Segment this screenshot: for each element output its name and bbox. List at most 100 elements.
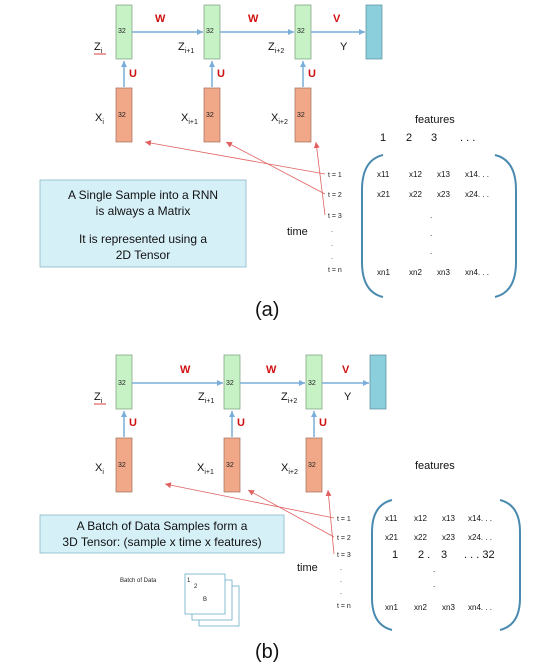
x-cell-size-3: 32	[308, 462, 316, 469]
matrix-b-dot-2: .	[433, 580, 435, 589]
z-label-i: Zi	[94, 41, 103, 55]
z-label-i: Zi	[94, 391, 103, 405]
matrix-a-r1c2: x12	[409, 170, 422, 179]
matrix-a-rnc2: xn2	[409, 268, 422, 277]
matrix-a-dot-2: .	[430, 229, 432, 238]
z-cell-size-2: 32	[206, 28, 214, 35]
time-step-n: t = n	[328, 267, 342, 274]
w-label-2: W	[248, 13, 259, 25]
x-label-i1: Xi+1	[181, 112, 198, 126]
u-label-3: U	[319, 417, 327, 429]
matrix-a-dot-1: .	[430, 211, 432, 220]
u-label-1: U	[129, 417, 137, 429]
matrix-bracket-left	[361, 154, 384, 298]
batch-index-2: 2	[194, 584, 198, 590]
matrix-a-r2c4: x24. . .	[465, 190, 489, 199]
x-label-i2: Xi+2	[271, 112, 288, 126]
note-a-line-1: A Single Sample into a RNN	[68, 188, 218, 202]
matrix-b-r1c2: x12	[414, 514, 427, 523]
x-cell-3	[294, 87, 312, 143]
z-label-i1: Zi+1	[198, 391, 214, 405]
time-step-1: t = 1	[337, 516, 351, 523]
feature-index-2: 2	[406, 132, 412, 144]
matrix-b-rnc4: xn4. . .	[468, 603, 492, 612]
time-dot-3: .	[331, 254, 333, 261]
x-cell-2	[203, 87, 221, 143]
z-label-i2: Zi+2	[281, 391, 297, 405]
x-label-i: Xi	[95, 462, 104, 476]
y-cell	[365, 4, 383, 60]
matrix-b-r2c3: x23	[442, 533, 455, 542]
note-b-line-1: A Batch of Data Samples form a	[77, 519, 248, 533]
note-a-line-4: It is represented using a	[79, 232, 207, 246]
u-label-2: U	[237, 417, 245, 429]
z-cell-size-1: 32	[118, 28, 126, 35]
matrix-b-r1c4: x14. . .	[468, 514, 492, 523]
v-label: V	[342, 364, 350, 376]
time-label: time	[287, 226, 308, 238]
matrix-a-rnc4: xn4. . .	[465, 268, 489, 277]
z-cell-3	[305, 354, 323, 410]
matrix-a-rnc1: xn1	[377, 268, 390, 277]
u-label-2: U	[217, 68, 225, 80]
x-cell-size-3: 32	[297, 112, 305, 119]
x-cell-1	[115, 87, 133, 143]
matrix-b-rnc1: xn1	[385, 603, 398, 612]
w-label-1: W	[180, 364, 191, 376]
matrix-b-idx-1: 1	[392, 549, 398, 561]
batch-index-1: 1	[187, 578, 191, 584]
pointer-b-2	[247, 489, 335, 538]
batch-layer-1	[184, 573, 226, 615]
matrix-a-r2c3: x23	[437, 190, 450, 199]
pointer-b-1	[164, 482, 335, 519]
time-step-3: t = 3	[328, 213, 342, 220]
matrix-b-r2c1: x21	[385, 533, 398, 542]
features-title: features	[415, 114, 455, 126]
time-dot-1: .	[340, 565, 342, 572]
time-dot-2: .	[340, 577, 342, 584]
z-cell-1	[115, 354, 133, 410]
matrix-bracket-right	[494, 154, 517, 298]
x-cell-2	[223, 437, 241, 493]
matrix-a-dot-3: .	[430, 247, 432, 256]
matrix-b-idx-32: . . . 32	[464, 549, 495, 561]
feature-index-1: 1	[380, 132, 386, 144]
x-cell-size-2: 32	[226, 462, 234, 469]
x-cell-size-1: 32	[118, 112, 126, 119]
caption-b: (b)	[255, 641, 279, 663]
z-cell-size-3: 32	[297, 28, 305, 35]
x-label-i: Xi	[95, 112, 104, 126]
y-label: Y	[344, 391, 352, 403]
matrix-a-r2c1: x21	[377, 190, 390, 199]
x-cell-size-2: 32	[206, 112, 214, 119]
pointer-b-3	[325, 489, 335, 555]
matrix-b-idx-3: 3	[441, 549, 447, 561]
note-a-line-2: is always a Matrix	[96, 204, 191, 218]
w-label-1: W	[155, 13, 166, 25]
pointer-a-1	[144, 140, 326, 175]
matrix-a-rnc3: xn3	[437, 268, 450, 277]
pointer-a-3	[313, 141, 326, 216]
u-label-3: U	[308, 68, 316, 80]
note-b-line-2: 3D Tensor: (sample x time x features)	[62, 535, 261, 549]
v-label: V	[333, 13, 341, 25]
z-label-i2: Zi+2	[268, 41, 284, 55]
feature-index-3: 3	[431, 132, 437, 144]
matrix-b-rnc3: xn3	[442, 603, 455, 612]
note-a-line-5: 2D Tensor	[116, 248, 170, 262]
diagram-b: 32 32 32 W W V Zi Zi+1 Zi+2 Y U U U 32 3…	[39, 354, 521, 663]
matrix-b-r1c3: x13	[442, 514, 455, 523]
batch-index-b: B	[203, 597, 207, 603]
features-title: features	[415, 460, 455, 472]
time-label: time	[297, 562, 318, 574]
time-dot-2: .	[331, 241, 333, 248]
matrix-a-r2c2: x22	[409, 190, 422, 199]
diagram-a: 32 32 32 W W V Zi Zi+1 Zi+2 Y U U U 32 3…	[39, 4, 517, 321]
z-cell-2	[223, 354, 241, 410]
x-label-i1: Xi+1	[197, 462, 214, 476]
matrix-b-rnc2: xn2	[414, 603, 427, 612]
y-cell	[369, 354, 387, 410]
u-label-1: U	[129, 68, 137, 80]
